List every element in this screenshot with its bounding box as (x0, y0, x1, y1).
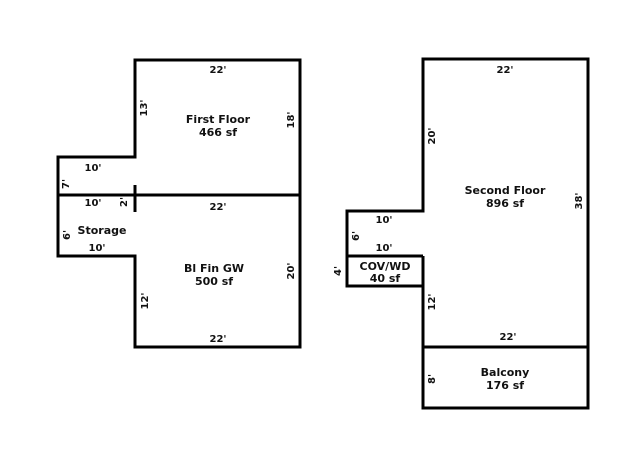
dim-balcony-side: 8' (427, 374, 438, 384)
dim-first-floor-step-top: 10' (85, 163, 102, 174)
first-floor-outline (56, 58, 302, 197)
dim-lower-right: 20' (286, 263, 297, 280)
dim-second-step-side: 6' (351, 231, 362, 241)
dim-storage-side: 6' (62, 230, 73, 240)
dim-lower-left: 12' (140, 293, 151, 310)
dim-second-bottom: 22' (500, 332, 517, 343)
room-second-floor-area: 896 sf (486, 197, 524, 210)
room-bi-fin-gw-area: 500 sf (195, 275, 233, 288)
dim-second-left: 20' (427, 128, 438, 145)
dim-first-floor-left: 13' (139, 100, 150, 117)
dim-second-top: 22' (497, 65, 514, 76)
room-bi-fin-gw-name: Bl Fin GW (184, 262, 244, 275)
room-cov-wd-area: 40 sf (370, 272, 401, 285)
dim-cov-side: 4' (333, 266, 344, 276)
dim-second-lower-left: 12' (427, 294, 438, 311)
dim-lower-bottom: 22' (210, 334, 227, 345)
dim-second-step-top: 10' (376, 215, 393, 226)
lower-floor-outline (56, 195, 302, 349)
room-storage-name: Storage (78, 224, 127, 237)
dim-first-floor-top: 22' (210, 65, 227, 76)
room-cov-wd-name: COV/WD (360, 260, 411, 273)
dim-first-floor-bottom: 22' (210, 202, 227, 213)
second-floor-outline (345, 57, 590, 410)
room-first-floor-area: 466 sf (199, 126, 237, 139)
room-balcony-area: 176 sf (486, 379, 524, 392)
room-second-floor-name: Second Floor (465, 184, 546, 197)
dim-first-floor-step-rise: 2' (119, 197, 130, 207)
dim-first-floor-right: 18' (286, 112, 297, 129)
dim-second-right: 38' (574, 193, 585, 210)
dim-second-step-bottom: 10' (376, 243, 393, 254)
dim-first-floor-step-side: 7' (61, 179, 72, 189)
dim-first-floor-step-bottom: 10' (85, 198, 102, 209)
room-balcony-name: Balcony (481, 366, 530, 379)
dim-storage-bottom: 10' (89, 243, 106, 254)
room-first-floor-name: First Floor (186, 113, 251, 126)
